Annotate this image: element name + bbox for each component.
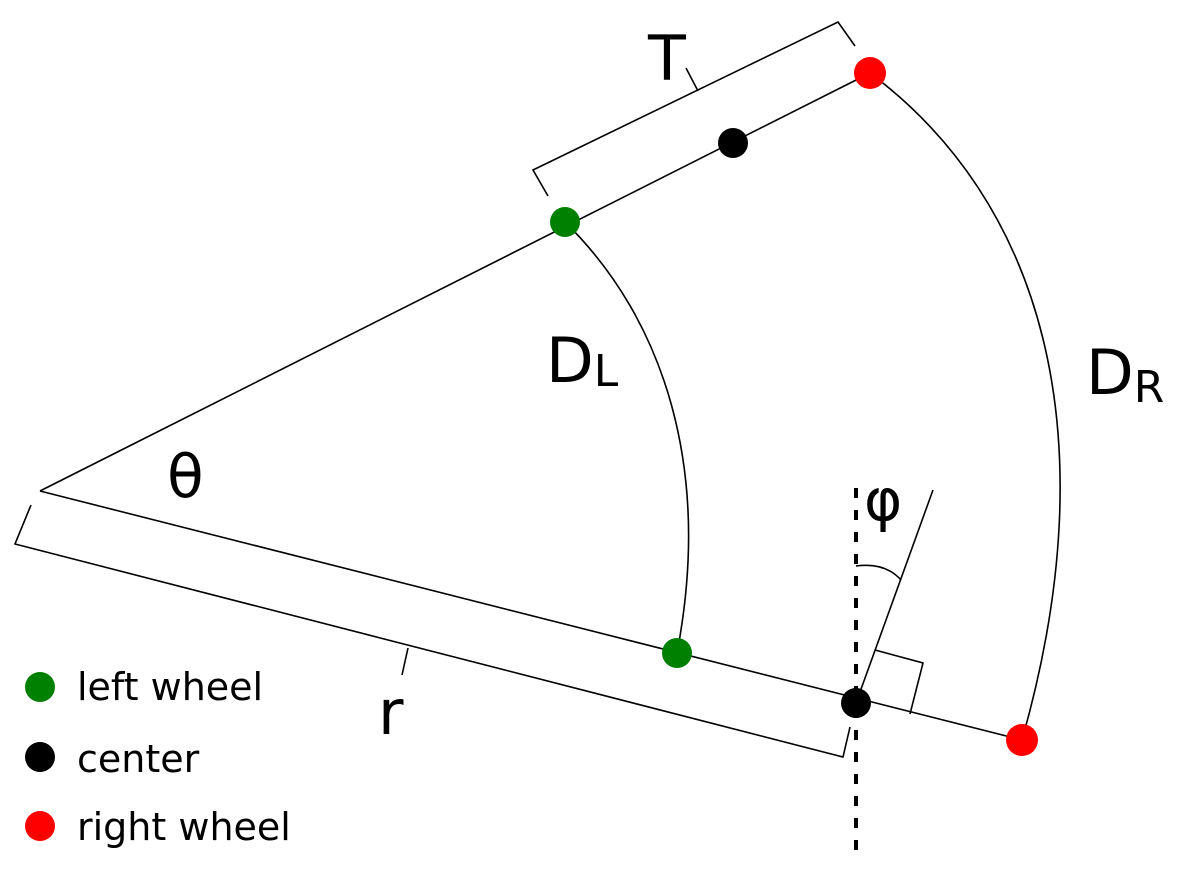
heading-angle-arc: [855, 564, 902, 581]
legend-center-marker: [25, 742, 55, 772]
label-DL-sub: L: [594, 346, 619, 397]
legend-right-wheel-label: right wheel: [77, 805, 291, 849]
legend: left wheel center right wheel: [25, 665, 291, 849]
legend-left-wheel-marker: [25, 672, 55, 702]
right-wheel-start-point: [854, 57, 886, 89]
left-wheel-start-point: [550, 207, 580, 237]
label-DL: DL: [546, 324, 619, 397]
label-r: r: [378, 676, 404, 749]
track-width-bracket: [531, 20, 856, 197]
label-theta: θ: [167, 442, 204, 512]
label-DL-main: D: [546, 324, 594, 397]
radius-bracket-tick: [401, 647, 409, 676]
center-end-point: [841, 688, 871, 718]
legend-left-wheel-label: left wheel: [77, 665, 263, 709]
right-wheel-end-point: [1006, 724, 1038, 756]
label-T: T: [647, 22, 687, 95]
right-angle-marker: [874, 649, 924, 715]
radius-bracket: [13, 504, 851, 758]
legend-center-label: center: [77, 737, 200, 781]
track-width-bracket-tick: [685, 67, 699, 92]
center-start-point: [718, 128, 748, 158]
label-DR-sub: R: [1134, 362, 1165, 413]
right-arc: [869, 72, 1061, 741]
left-arc: [564, 221, 690, 654]
label-phi: φ: [864, 466, 902, 534]
label-DR: DR: [1086, 336, 1164, 413]
legend-right-wheel-marker: [25, 811, 55, 841]
label-DR-main: D: [1086, 336, 1134, 409]
left-wheel-end-point: [662, 638, 692, 668]
heading-line: [855, 489, 934, 704]
